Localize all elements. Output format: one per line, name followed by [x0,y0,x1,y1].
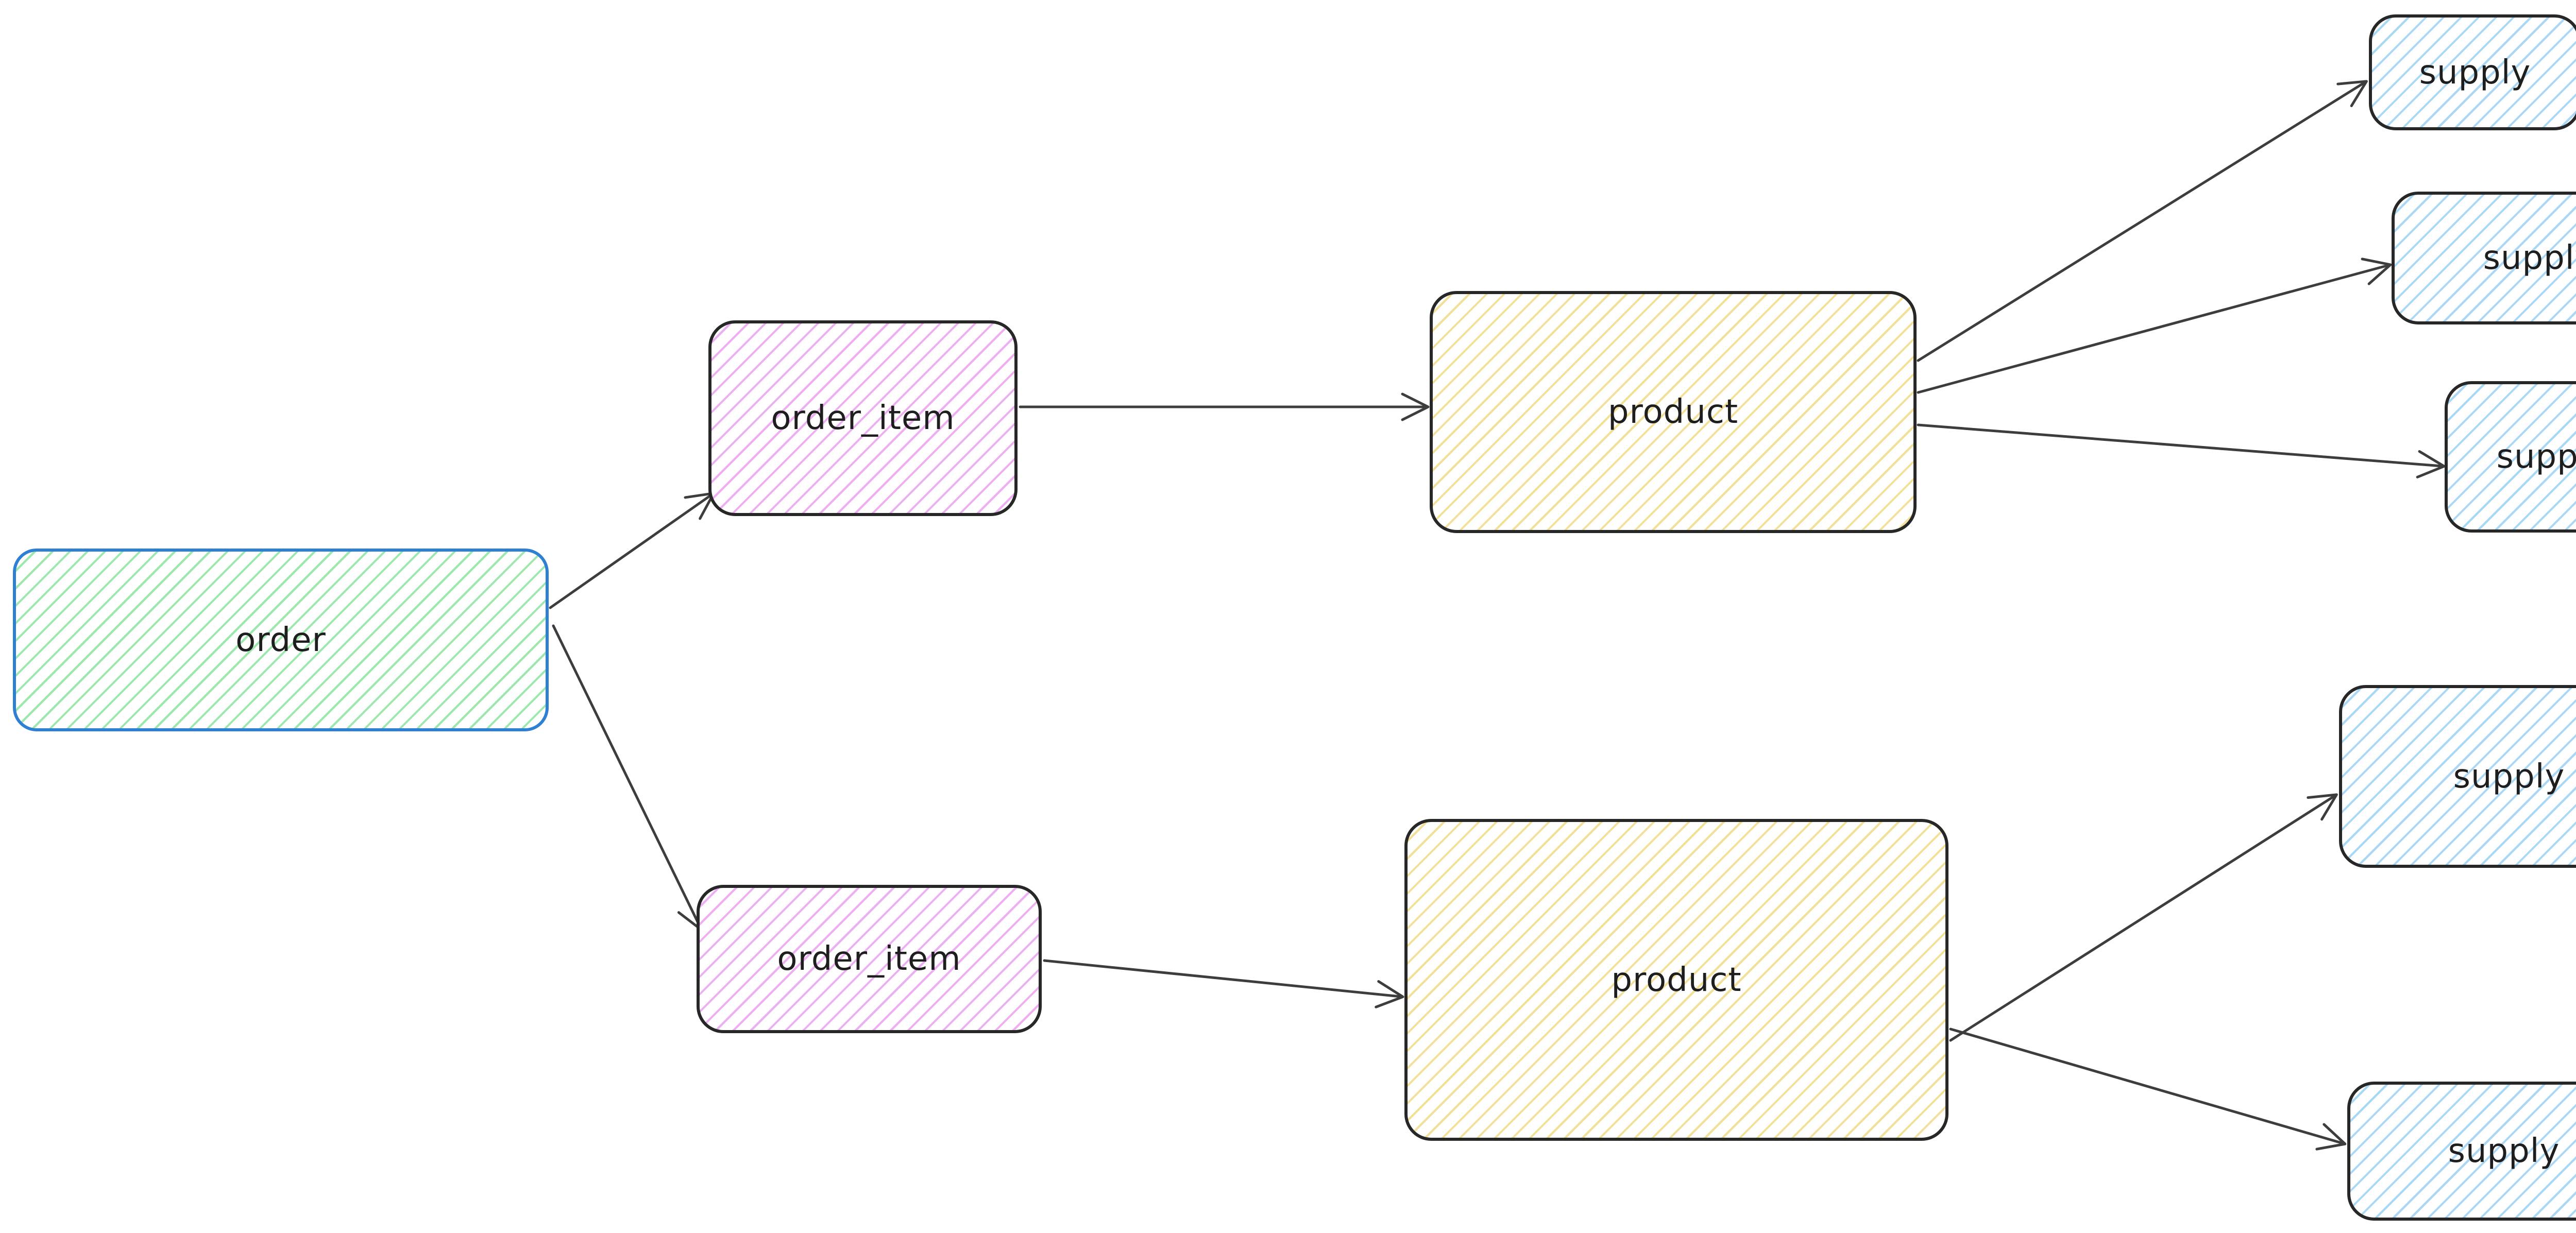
node-product-2[interactable]: product [1404,819,1948,1141]
node-order-item-2[interactable]: order_item [697,885,1042,1033]
node-order-item-1[interactable]: order_item [708,320,1018,516]
node-supply-2-label: supply [2483,239,2576,277]
node-supply-4-label: supply [2453,757,2565,796]
edge-order-item-2-to-product-2[interactable] [1043,959,1404,1008]
node-supply-2[interactable]: supply [2392,192,2576,324]
edge-product-1-to-supply-2[interactable] [1917,258,2392,394]
node-supply-1-label: supply [2419,53,2531,92]
node-supply-5[interactable]: supply [2347,1082,2576,1221]
edge-order-to-order-item-1[interactable] [549,492,715,609]
node-supply-3[interactable]: supply [2445,381,2576,533]
node-order-item-2-label: order_item [777,940,961,978]
node-supply-1[interactable]: supply [2369,14,2576,130]
edge-product-2-to-supply-5[interactable] [1949,1028,2347,1151]
node-supply-5-label: supply [2448,1132,2560,1170]
node-order-label: order [235,621,326,659]
edge-product-1-to-supply-3[interactable] [1917,423,2446,478]
node-supply-3-label: supply [2496,438,2576,476]
node-supply-4[interactable]: supply [2339,685,2576,868]
node-order[interactable]: order [13,549,549,731]
node-product-2-label: product [1611,961,1742,999]
node-order-item-1-label: order_item [771,399,955,437]
edge-order-to-order-item-2[interactable] [552,624,703,932]
edge-product-1-to-supply-1[interactable] [1917,80,2368,362]
node-product-1-label: product [1607,393,1739,431]
node-product-1[interactable]: product [1430,291,1917,533]
edge-product-2-to-supply-4[interactable] [1949,793,2338,1042]
